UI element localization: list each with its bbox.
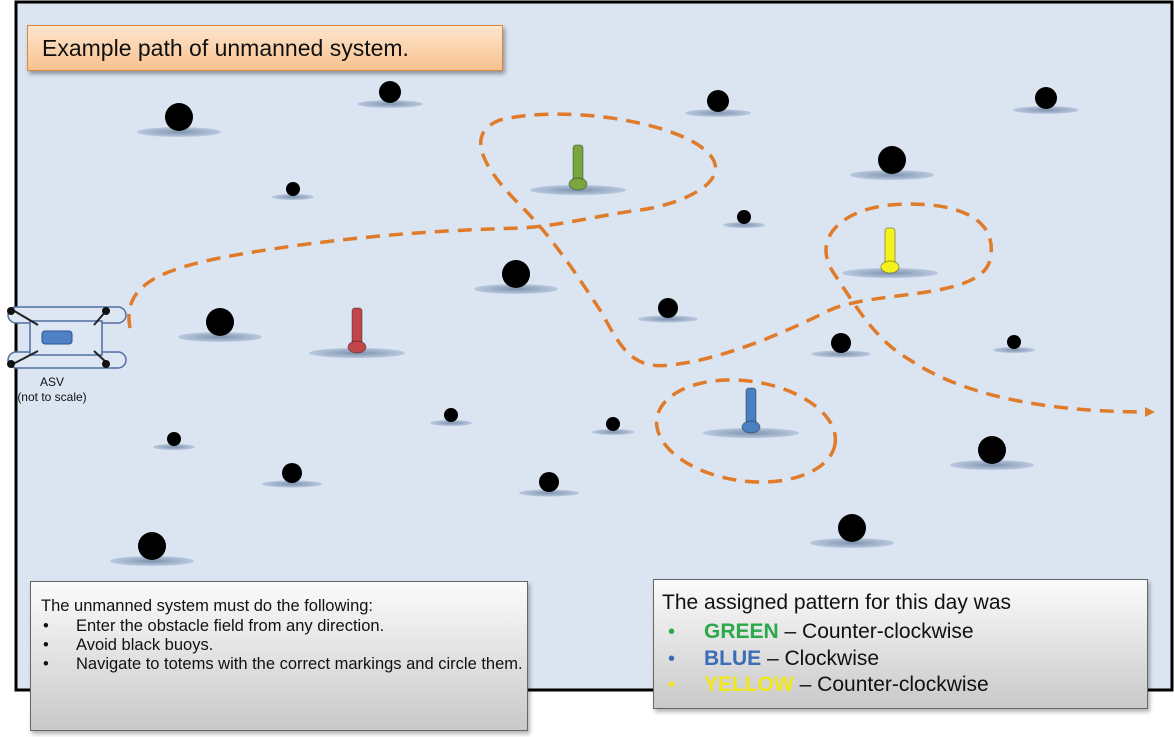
bullet-icon: • [668,674,676,696]
pattern-text: – Clockwise [761,646,880,670]
black-buoy-icon [178,308,262,342]
pattern-box: The assigned pattern for this day was • G… [653,579,1148,709]
black-buoy-icon [474,260,558,294]
pattern-text: – Counter-clockwise [793,673,989,696]
black-buoy-icon [110,532,194,566]
pattern-item-yellow: • YELLOW – Counter-clockwise [662,672,1147,699]
bullet-icon: • [668,621,676,643]
pattern-keyword: BLUE [704,646,762,670]
black-buoy-icon [153,432,195,450]
black-buoy-icon [638,298,698,323]
bullet-icon: • [43,617,49,635]
black-buoy-icon [272,182,314,200]
black-buoy-icon [519,472,579,497]
black-buoy-icon [685,90,751,117]
black-buoy-icon [430,408,472,426]
title: Example path of unmanned system. [27,25,503,71]
pattern-keyword: YELLOW [704,673,794,696]
pattern-lead: The assigned pattern for this day was [662,591,1012,614]
rules-list: • Enter the obstacle field from any direc… [41,617,527,674]
black-buoy-icon [811,333,871,358]
rules-item: • Navigate to totems with the correct mar… [41,655,527,674]
black-buoy-icon [993,335,1035,353]
rules-item-text: Avoid black buoys. [76,636,214,654]
asv-label: ASV (not to scale) [0,375,104,405]
blue-circle-path [654,378,838,484]
black-buoy-icon [810,514,894,548]
green-totem-icon [530,144,626,195]
bullet-icon: • [43,655,49,673]
black-buoy-icon [950,436,1034,470]
red-totem-icon [309,307,405,358]
rules-lead: The unmanned system must do the followin… [41,597,374,615]
blue-totem-icon [703,387,799,438]
rules-item-text: Navigate to totems with the correct mark… [76,655,523,673]
black-buoy-icon [850,146,934,180]
bullet-icon: • [43,636,49,654]
black-buoy-icon [723,210,765,228]
black-buoy-icon [357,81,423,108]
asv-label-name: ASV [39,375,64,389]
rules-box: The unmanned system must do the followin… [30,581,528,731]
rules-item: • Avoid black buoys. [41,636,527,655]
rules-item: • Enter the obstacle field from any direc… [41,617,527,636]
black-buoy-icon [1013,87,1079,114]
pattern-list: • GREEN – Counter-clockwise • BLUE – Clock… [662,619,1147,699]
pattern-item-blue: • BLUE – Clockwise [662,646,1147,673]
asv-label-note: (not to scale) [17,390,87,404]
yellow-totem-icon [842,227,938,278]
black-buoy-icon [137,103,221,137]
pattern-keyword: GREEN [704,620,779,643]
asv-icon [7,306,127,369]
black-buoy-icon [592,417,634,435]
pattern-item-green: • GREEN – Counter-clockwise [662,619,1147,646]
pattern-text: – Counter-clockwise [778,620,974,643]
asv-path [127,112,1155,417]
black-buoy-icon [262,463,322,488]
rules-item-text: Enter the obstacle field from any direct… [76,617,385,635]
bullet-icon: • [668,647,676,670]
